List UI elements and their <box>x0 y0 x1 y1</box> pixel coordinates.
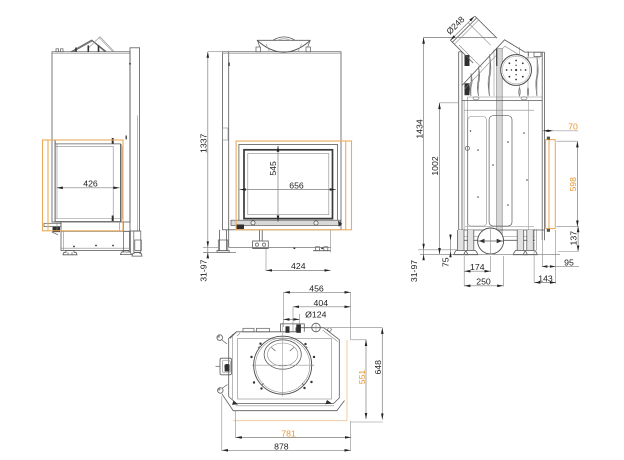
svg-text:1434: 1434 <box>414 119 424 138</box>
svg-text:250: 250 <box>476 277 491 287</box>
svg-text:545: 545 <box>268 161 278 176</box>
svg-text:31-97: 31-97 <box>199 259 209 281</box>
svg-text:656: 656 <box>289 180 304 190</box>
svg-text:456: 456 <box>309 284 324 294</box>
svg-text:174: 174 <box>470 262 485 272</box>
svg-text:424: 424 <box>291 261 306 271</box>
svg-text:648: 648 <box>373 360 383 375</box>
svg-text:1337: 1337 <box>198 133 208 152</box>
svg-text:Ø124: Ø124 <box>305 310 326 320</box>
svg-text:878: 878 <box>274 441 289 451</box>
svg-text:31-97: 31-97 <box>409 260 419 282</box>
svg-text:70: 70 <box>568 122 578 132</box>
svg-text:426: 426 <box>83 179 98 189</box>
svg-text:781: 781 <box>281 428 296 438</box>
svg-text:75: 75 <box>441 257 451 267</box>
svg-text:95: 95 <box>564 257 574 267</box>
svg-text:137: 137 <box>569 231 579 246</box>
svg-text:143: 143 <box>538 273 553 283</box>
svg-text:404: 404 <box>314 298 329 308</box>
svg-text:551: 551 <box>357 370 367 385</box>
svg-text:Ø248: Ø248 <box>444 14 466 36</box>
svg-text:1002: 1002 <box>430 156 440 175</box>
svg-text:598: 598 <box>568 177 578 192</box>
